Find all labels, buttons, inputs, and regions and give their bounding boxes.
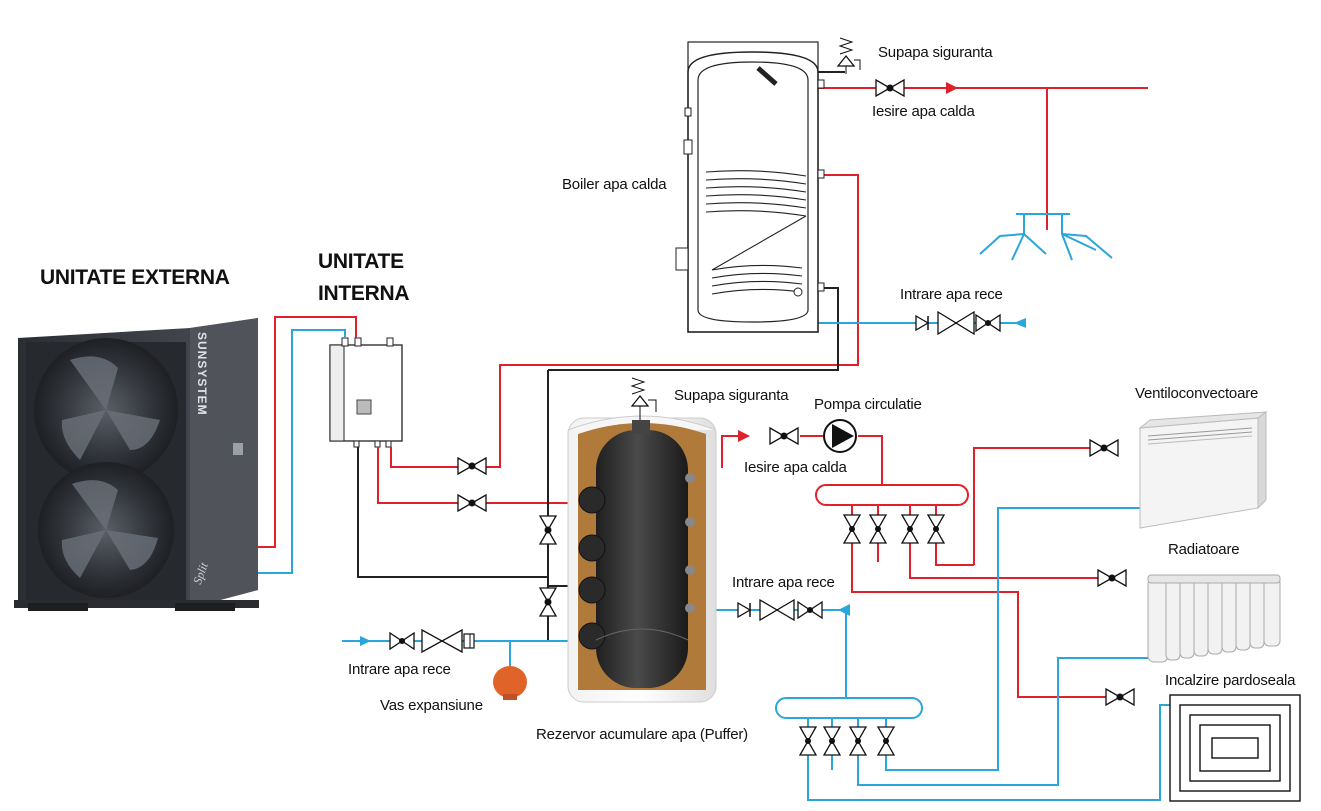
valve-icon [822,726,842,756]
safety-valve-icon [630,377,657,420]
puffer-tank [567,415,717,703]
check-valve-icon [759,598,795,622]
valve-icon [868,514,888,544]
indoor-unit [329,337,403,448]
boiler-safety-valve-label: Supapa siguranta [878,44,993,61]
pump-icon [823,419,857,453]
coil-icon [705,170,807,295]
boiler-tank [675,41,825,333]
valve-icon [875,78,905,98]
main-cold-in-label: Intrare apa rece [348,661,451,678]
puffer-hot-out-label: Iesire apa calda [744,459,847,476]
puffer-cold-in-label: Intrare apa rece [732,574,835,591]
pump-label: Pompa circulatie [814,396,922,413]
boiler-cold-in-label: Intrare apa rece [900,286,1003,303]
boiler-hot-out-label: Iesire apa calda [872,103,975,120]
valve-icon [457,456,487,476]
expansion-vessel-label: Vas expansiune [380,697,483,714]
valve-icon [538,587,558,617]
fan-coils-label: Ventiloconvectoare [1135,385,1259,402]
valve-icon [926,514,946,544]
brand-logo: SUNSYSTEM [195,332,209,416]
check-valve-icon [937,310,975,336]
flow-arrows [360,82,1026,646]
valve-icon [876,726,896,756]
radiators-label: Radiatoare [1168,541,1240,558]
check-valve-icon [737,601,752,619]
valve-icon [975,313,1001,333]
radiator-icon [1147,574,1281,663]
valve-icon [1097,568,1127,588]
indoor-unit-title-line2: INTERNA [318,282,410,305]
valve-icon [900,514,920,544]
valve-icon [798,726,818,756]
valves [389,78,1135,756]
valve-icon [457,493,487,513]
hot-manifold [815,484,969,515]
check-valve-icon [463,633,475,649]
fan-coil-icon [1138,411,1268,529]
valve-icon [389,631,415,651]
cold-manifold [775,697,923,727]
puffer-label: Rezervor acumulare apa (Puffer) [536,726,748,743]
floor-heating-icon [1169,694,1301,802]
valve-icon [848,726,868,756]
outdoor-unit [14,318,259,611]
valve-icon [769,426,799,446]
valve-icon [1105,687,1135,707]
fan-icon [34,338,178,598]
expansion-vessel-icon [493,660,527,700]
outdoor-unit-title: UNITATE EXTERNA [40,266,230,289]
puffer-safety-valve-label: Supapa siguranta [674,387,789,404]
check-valve-icon [915,314,930,332]
indoor-unit-title-line1: UNITATE [318,250,404,273]
floor-heating-label: Incalzire pardoseala [1165,672,1296,689]
valve-icon [842,514,862,544]
valve-icon [538,515,558,545]
safety-valve-icon [836,37,861,74]
boiler-label: Boiler apa calda [562,176,667,193]
valve-icon [1089,438,1119,458]
check-valve-icon [421,628,463,654]
valve-icon [797,600,823,620]
shower-icon [979,213,1113,261]
